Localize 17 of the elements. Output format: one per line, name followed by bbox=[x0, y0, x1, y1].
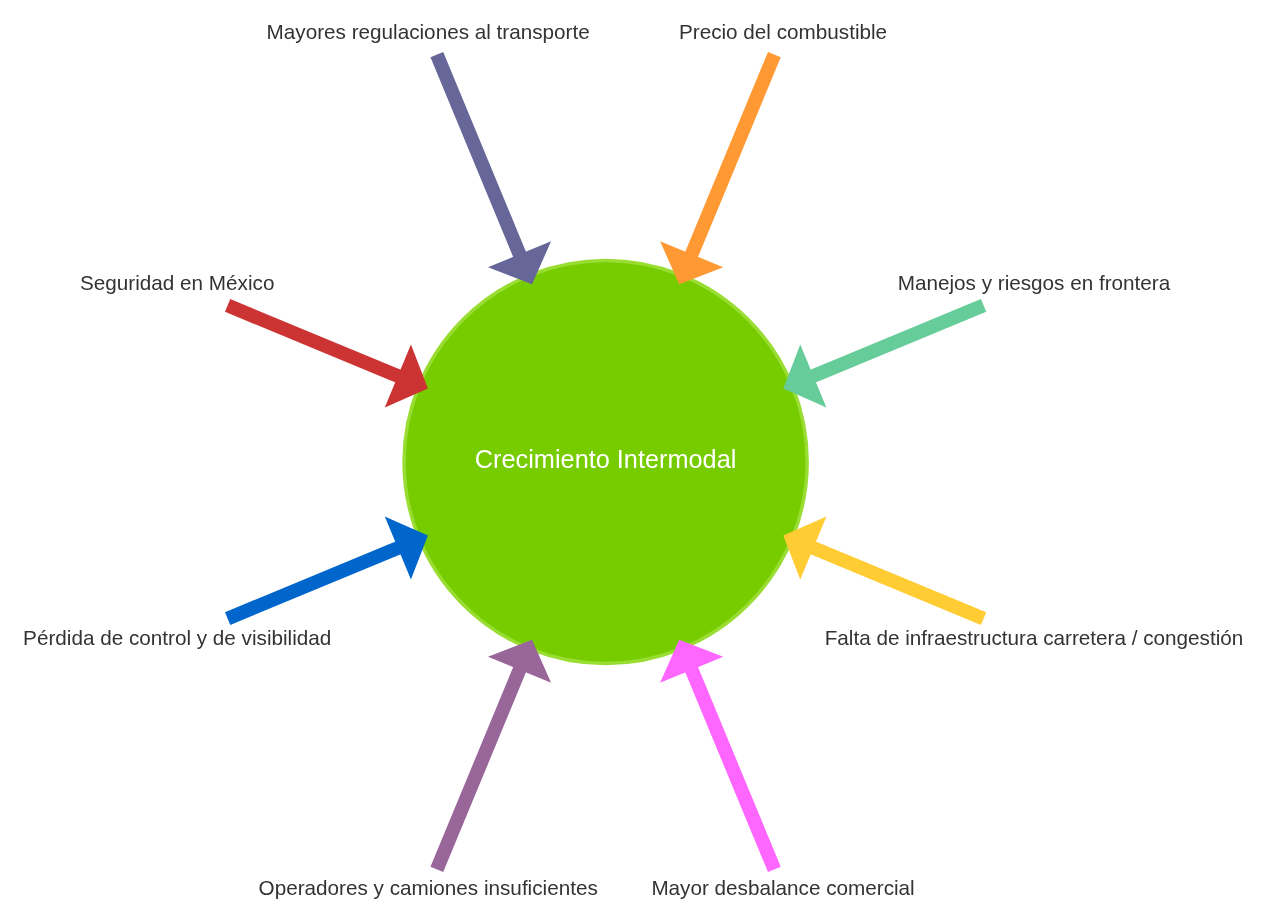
node-text: Mayores regulaciones al transporte bbox=[266, 19, 590, 43]
arrow bbox=[783, 299, 987, 408]
node-text: Precio del combustible bbox=[678, 19, 888, 43]
arrow bbox=[660, 639, 781, 873]
arrow bbox=[660, 51, 781, 285]
node-text: Manejos y riesgos en frontera bbox=[897, 270, 1171, 294]
arrow bbox=[430, 51, 552, 285]
arrow bbox=[224, 516, 428, 625]
arrow bbox=[430, 639, 552, 873]
arrow bbox=[783, 516, 987, 625]
node-text: Seguridad en México bbox=[80, 270, 275, 294]
arrow bbox=[224, 299, 428, 408]
node-text: Operadores y camiones insuficientes bbox=[258, 876, 598, 900]
node-text: Mayor desbalance comercial bbox=[651, 876, 915, 900]
node-text: Pérdida de control y de visibilidad bbox=[23, 625, 332, 649]
node-circle: Crecimiento Intermodal bbox=[402, 258, 809, 666]
node-text: Falta de infraestructura carretera / congestión bbox=[824, 625, 1244, 649]
